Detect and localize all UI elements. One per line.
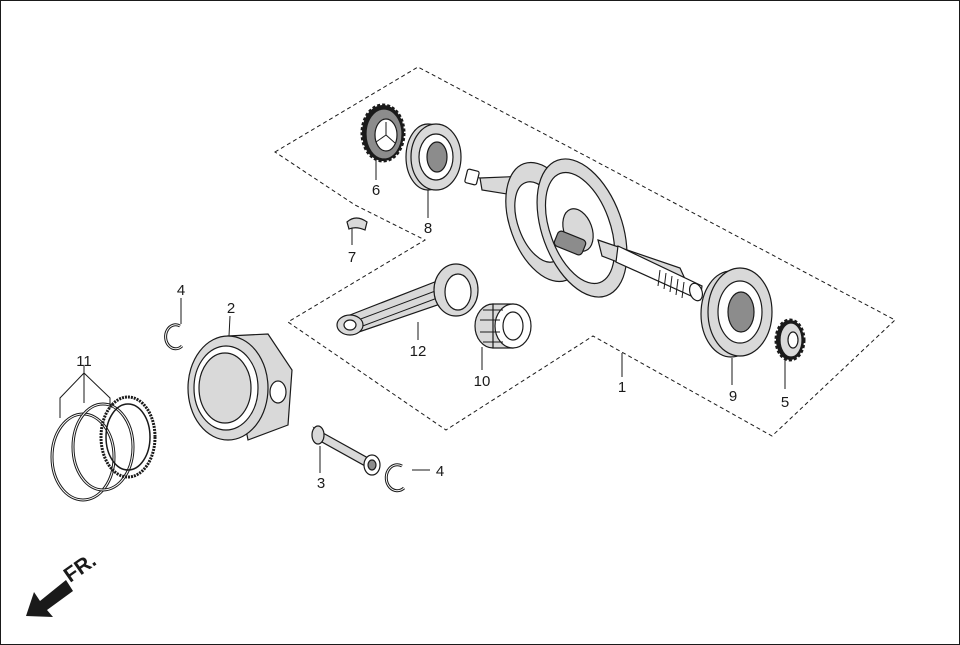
part-label-11: 11 xyxy=(76,353,92,370)
part-label-3: 3 xyxy=(317,475,325,492)
circlip-part-lower xyxy=(384,463,406,493)
part-label-12: 12 xyxy=(410,343,427,360)
circlip-part-upper xyxy=(164,323,184,351)
part-labels: 1 2 3 4 4 5 6 7 8 9 10 11 12 xyxy=(76,182,789,492)
timing-gear-part xyxy=(360,103,406,163)
part-label-7: 7 xyxy=(348,249,356,266)
assembly-boundary xyxy=(274,66,896,437)
front-arrow-icon xyxy=(26,580,73,617)
piston-pin-part xyxy=(311,425,381,476)
piston-part xyxy=(187,333,293,441)
right-bearing-part xyxy=(700,267,773,358)
part-label-8: 8 xyxy=(424,220,432,237)
part-label-4-lower: 4 xyxy=(436,463,444,480)
part-label-9: 9 xyxy=(729,388,737,405)
part-label-10: 10 xyxy=(474,373,491,390)
part-label-6: 6 xyxy=(372,182,380,199)
part-label-5: 5 xyxy=(781,394,789,411)
part-label-1: 1 xyxy=(618,379,626,396)
front-direction-indicator: FR. xyxy=(26,549,101,617)
left-bearing-part xyxy=(405,123,462,191)
crankshaft-part xyxy=(464,158,704,302)
leader-lines xyxy=(59,160,786,473)
connecting-rod-part xyxy=(336,263,479,336)
part-label-2: 2 xyxy=(227,300,235,317)
part-label-4-upper: 4 xyxy=(177,282,185,299)
sprocket-part xyxy=(774,318,806,362)
woodruff-key-part xyxy=(346,217,368,231)
piston-ring-set-part xyxy=(50,395,157,502)
needle-bearing-part xyxy=(474,303,532,349)
